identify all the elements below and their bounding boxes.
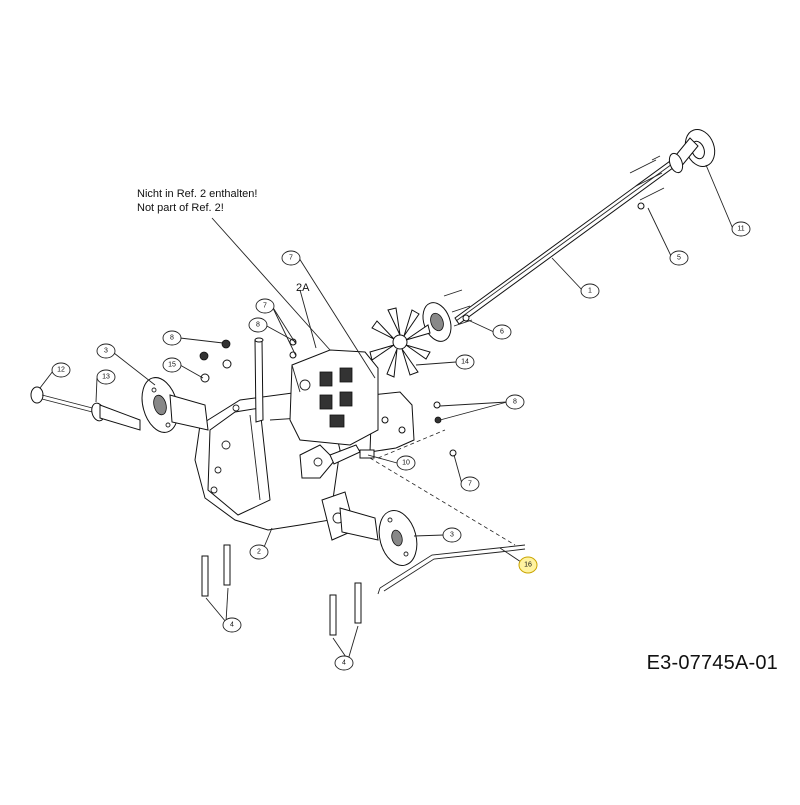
svg-text:1: 1 [588,288,592,295]
callout-8-right: 8 [505,394,525,410]
callout-4-left: 4 [222,617,242,633]
left-shaft-cap [30,386,141,431]
svg-text:15: 15 [168,362,176,369]
svg-text:14: 14 [461,359,469,366]
callout-12: 12 [51,362,71,378]
callout-16-highlighted: 16 [518,556,538,574]
cooling-fan-14 [369,307,431,378]
wheel-hub-11 [668,129,716,174]
callout-6: 6 [492,324,512,340]
callout-5: 5 [669,250,689,266]
callout-2: 2 [249,544,269,560]
callout-8-mid: 8 [248,317,268,333]
callout-15: 15 [162,357,182,373]
svg-text:4: 4 [230,622,234,629]
document-id: E3-07745A-01 [646,652,778,674]
callout-10: 10 [396,455,416,471]
svg-text:4: 4 [342,660,346,667]
svg-text:11: 11 [737,226,744,233]
svg-text:6: 6 [500,329,504,336]
control-rod-16 [377,544,526,595]
svg-text:12: 12 [57,367,65,374]
mounting-bracket [359,391,415,459]
callout-14: 14 [455,354,475,370]
callout-11: 11 [731,221,751,237]
callout-7-top: 7 [281,250,301,266]
callout-2a-label: 2A [296,282,310,294]
svg-text:8: 8 [513,399,517,406]
svg-text:8: 8 [170,335,174,342]
callout-1: 1 [580,283,600,299]
svg-text:7: 7 [263,303,267,310]
transaxle-housing [194,337,379,541]
note-english: Not part of Ref. 2! [137,202,224,214]
leader-lines [39,164,734,661]
svg-text:13: 13 [102,374,110,381]
svg-text:5: 5 [677,255,681,262]
svg-text:7: 7 [468,481,472,488]
note-german: Nicht in Ref. 2 enthalten! [137,188,258,200]
svg-text:16: 16 [524,562,532,569]
right-axle-hub-3 [339,507,418,566]
bolts-4 [201,544,362,636]
svg-text:10: 10 [402,460,410,467]
bolts-5 [629,155,665,210]
svg-text:3: 3 [104,348,108,355]
callout-13: 13 [96,369,116,385]
hub-flange-6 [422,289,473,342]
callout-7-lower: 7 [460,476,480,492]
left-axle-hub-3 [141,377,209,433]
svg-text:8: 8 [256,322,260,329]
svg-text:3: 3 [450,532,454,539]
callout-3-right: 3 [442,527,462,543]
small-hardware [199,338,457,457]
callout-7-mid: 7 [255,298,275,314]
callout-8-left: 8 [162,330,182,346]
svg-text:7: 7 [289,255,293,262]
svg-text:2: 2 [257,549,261,556]
callout-3-left: 3 [96,343,116,359]
callout-4-right: 4 [334,655,354,671]
axle-shaft [454,147,693,325]
